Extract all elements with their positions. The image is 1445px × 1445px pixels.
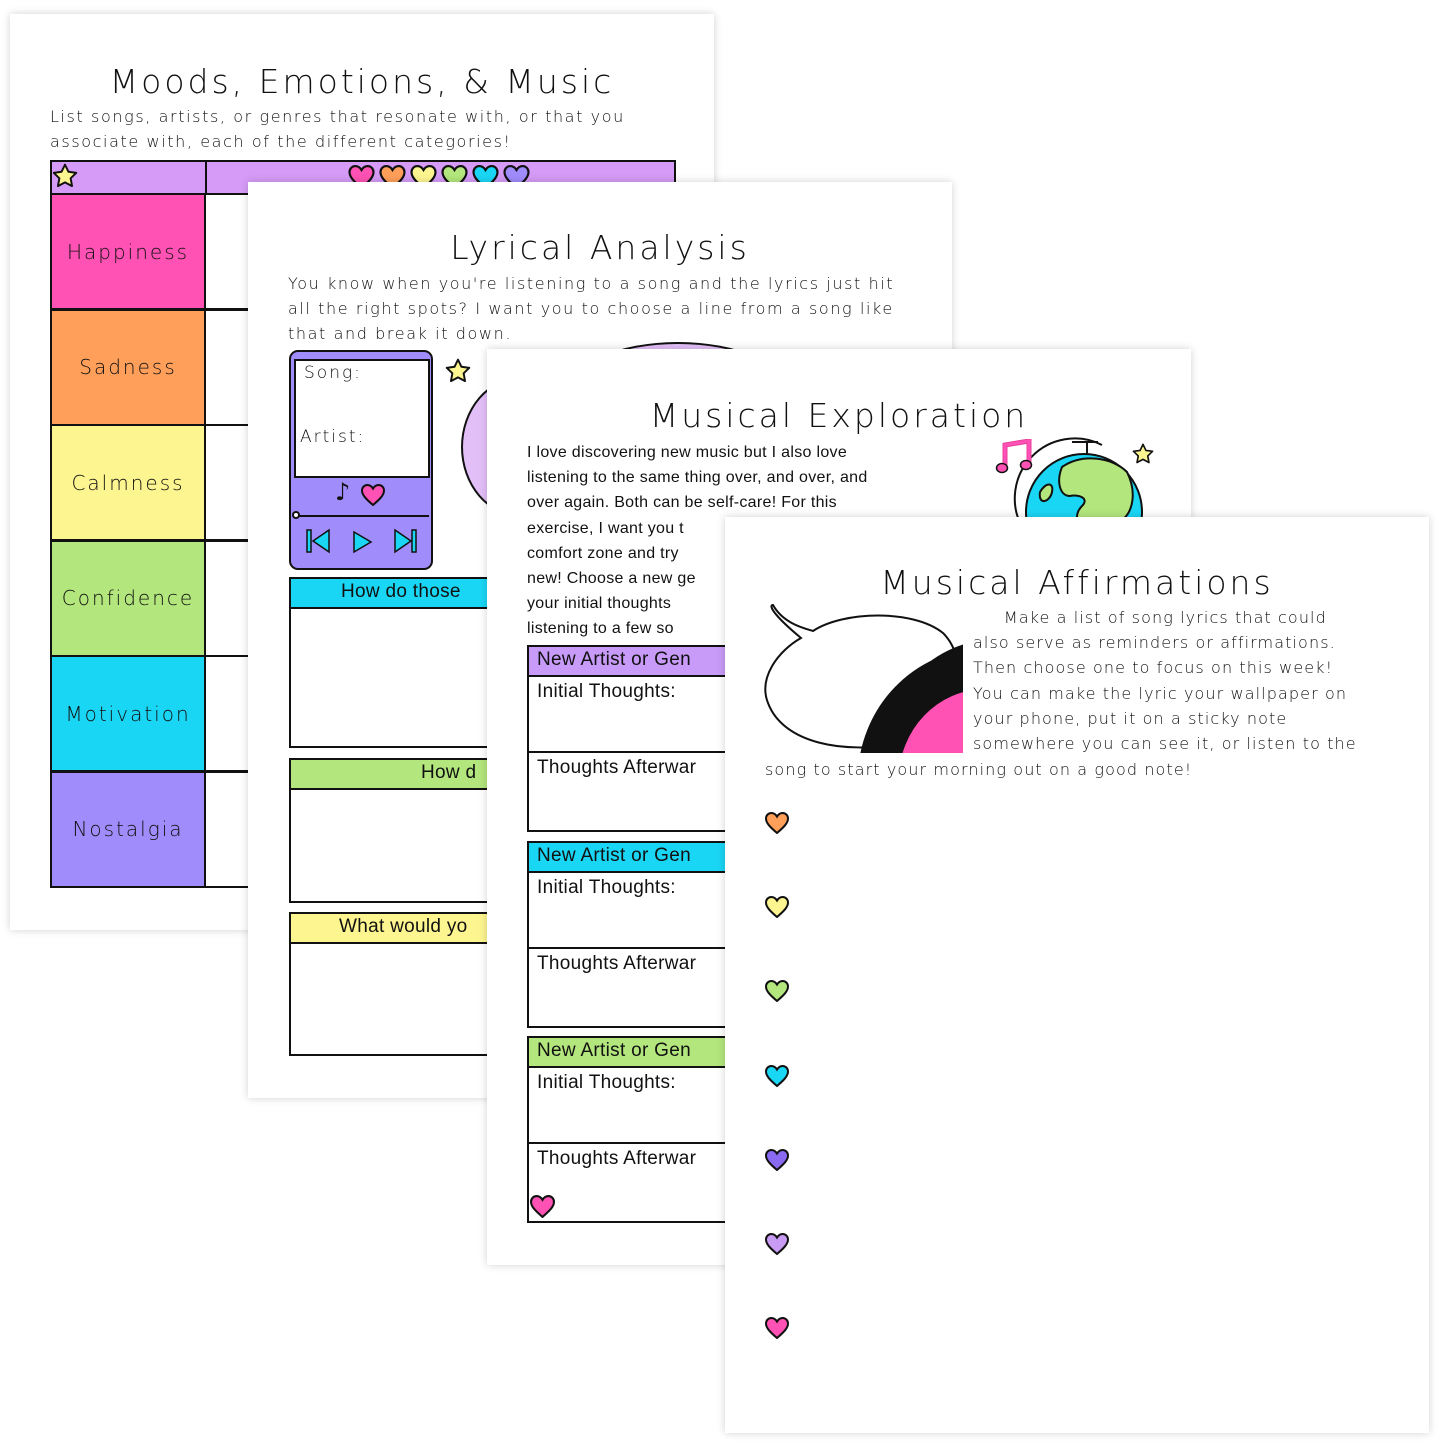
mood-label-cell: Confidence [50, 539, 206, 657]
initial-thoughts-label: Initial Thoughts: [537, 1072, 676, 1093]
progress-knob[interactable] [292, 511, 300, 519]
mood-label: Happiness [66, 239, 190, 264]
intro-line: all the right spots? I want you to choos… [288, 299, 894, 318]
intro-line: Make a list of song lyrics that could [973, 608, 1327, 627]
globe-icon [1013, 437, 1143, 527]
thoughts-afterward-label: Thoughts Afterwar [537, 952, 697, 974]
mood-label: Calmness [71, 470, 185, 495]
intro-line: List songs, artists, or genres that reso… [50, 107, 625, 126]
intro-line: comfort zone and try [527, 544, 679, 562]
mood-label: Motivation [65, 701, 191, 726]
intro-line: associate with, each of the different ca… [50, 132, 512, 151]
mood-label-cell: Calmness [50, 424, 206, 541]
page-title: Musical Exploration [649, 396, 1029, 435]
heart-icon [530, 1195, 555, 1218]
intro-line: listening to a few so [527, 620, 674, 638]
intro-line: also serve as reminders or affirmations. [973, 633, 1336, 653]
thoughts-afterward-label: Thoughts Afterwar [537, 757, 697, 778]
speech-bubble-hearts [764, 603, 963, 753]
star-icon [1132, 443, 1154, 465]
star-icon [52, 163, 78, 189]
initial-thoughts-label: Initial Thoughts: [537, 876, 676, 898]
heart-bullet-icon [765, 812, 789, 834]
intro-line: your phone, put it on a sticky note [973, 708, 1288, 728]
heart-bullet-icon [765, 1317, 789, 1339]
heart-icon [361, 484, 385, 506]
music-note-icon: ♪ [335, 478, 351, 506]
intro-line: somewhere you can see it, or listen to t… [973, 734, 1357, 753]
previous-icon[interactable] [305, 528, 331, 554]
mood-label: Confidence [61, 586, 195, 610]
mood-label: Nostalgia [72, 817, 184, 841]
page-title: Musical Affirmations [880, 563, 1274, 602]
mood-label-cell: Nostalgia [50, 770, 206, 888]
play-icon[interactable] [351, 530, 373, 554]
artist-label: Artist: [300, 427, 366, 447]
intro-line: new! Choose a new ge [527, 570, 696, 587]
player-screen: Song: Artist: [294, 359, 430, 478]
heart-bullet-icon [765, 980, 789, 1002]
intro-line: You know when you're listening to a song… [288, 274, 895, 293]
progress-bar[interactable] [295, 515, 429, 517]
intro-line: listening to the same thing over, and ov… [527, 469, 868, 487]
next-icon[interactable] [393, 528, 419, 554]
page-title: Lyrical Analysis [450, 228, 750, 267]
page-musical-affirmations: Musical Affirmations Make a list of song… [725, 517, 1429, 1433]
intro-line: I love discovering new music but I also … [527, 444, 848, 461]
intro-line: song to start your morning out on a good… [765, 760, 1193, 779]
heart-bullet-icon [765, 1233, 789, 1255]
thoughts-afterward-label: Thoughts Afterwar [537, 1148, 697, 1169]
divider [205, 162, 207, 193]
initial-thoughts-label: Initial Thoughts: [537, 681, 676, 702]
heart-bullet-icon [765, 1149, 789, 1171]
mood-label: Sadness [79, 355, 177, 379]
mood-label-cell: Happiness [50, 193, 206, 310]
intro-line: You can make the lyric your wallpaper on [973, 683, 1348, 703]
music-player: Song: Artist: ♪ [289, 350, 433, 570]
mood-label-cell: Motivation [50, 655, 206, 772]
intro-line: exercise, I want you t [527, 519, 684, 537]
page-title: Moods, Emotions, & Music [109, 62, 615, 101]
heart-bullet-icon [765, 1065, 789, 1087]
mood-label-cell: Sadness [50, 308, 206, 426]
heart-bullet-icon [765, 896, 789, 918]
intro-line: Then choose one to focus on this week! [973, 658, 1334, 678]
intro-line: your initial thoughts [527, 595, 672, 613]
intro-line: that and break it down. [288, 324, 513, 343]
song-label: Song: [304, 363, 362, 383]
music-note-icon [995, 439, 1033, 474]
star-icon [445, 358, 471, 384]
intro-line: over again. Both can be self-care! For t… [527, 494, 837, 512]
